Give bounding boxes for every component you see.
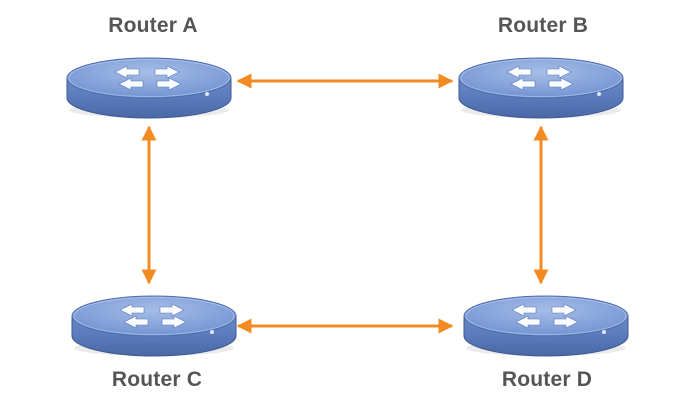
router-c-label: Router C	[111, 368, 203, 391]
router-d-label: Router D	[501, 368, 593, 391]
router-a-label: Router A	[108, 14, 198, 37]
router-c-icon	[71, 295, 237, 357]
router-b-label: Router B	[497, 14, 589, 37]
router-b-icon	[458, 57, 624, 119]
router-d-icon	[463, 295, 629, 357]
router-a-icon	[66, 57, 232, 119]
